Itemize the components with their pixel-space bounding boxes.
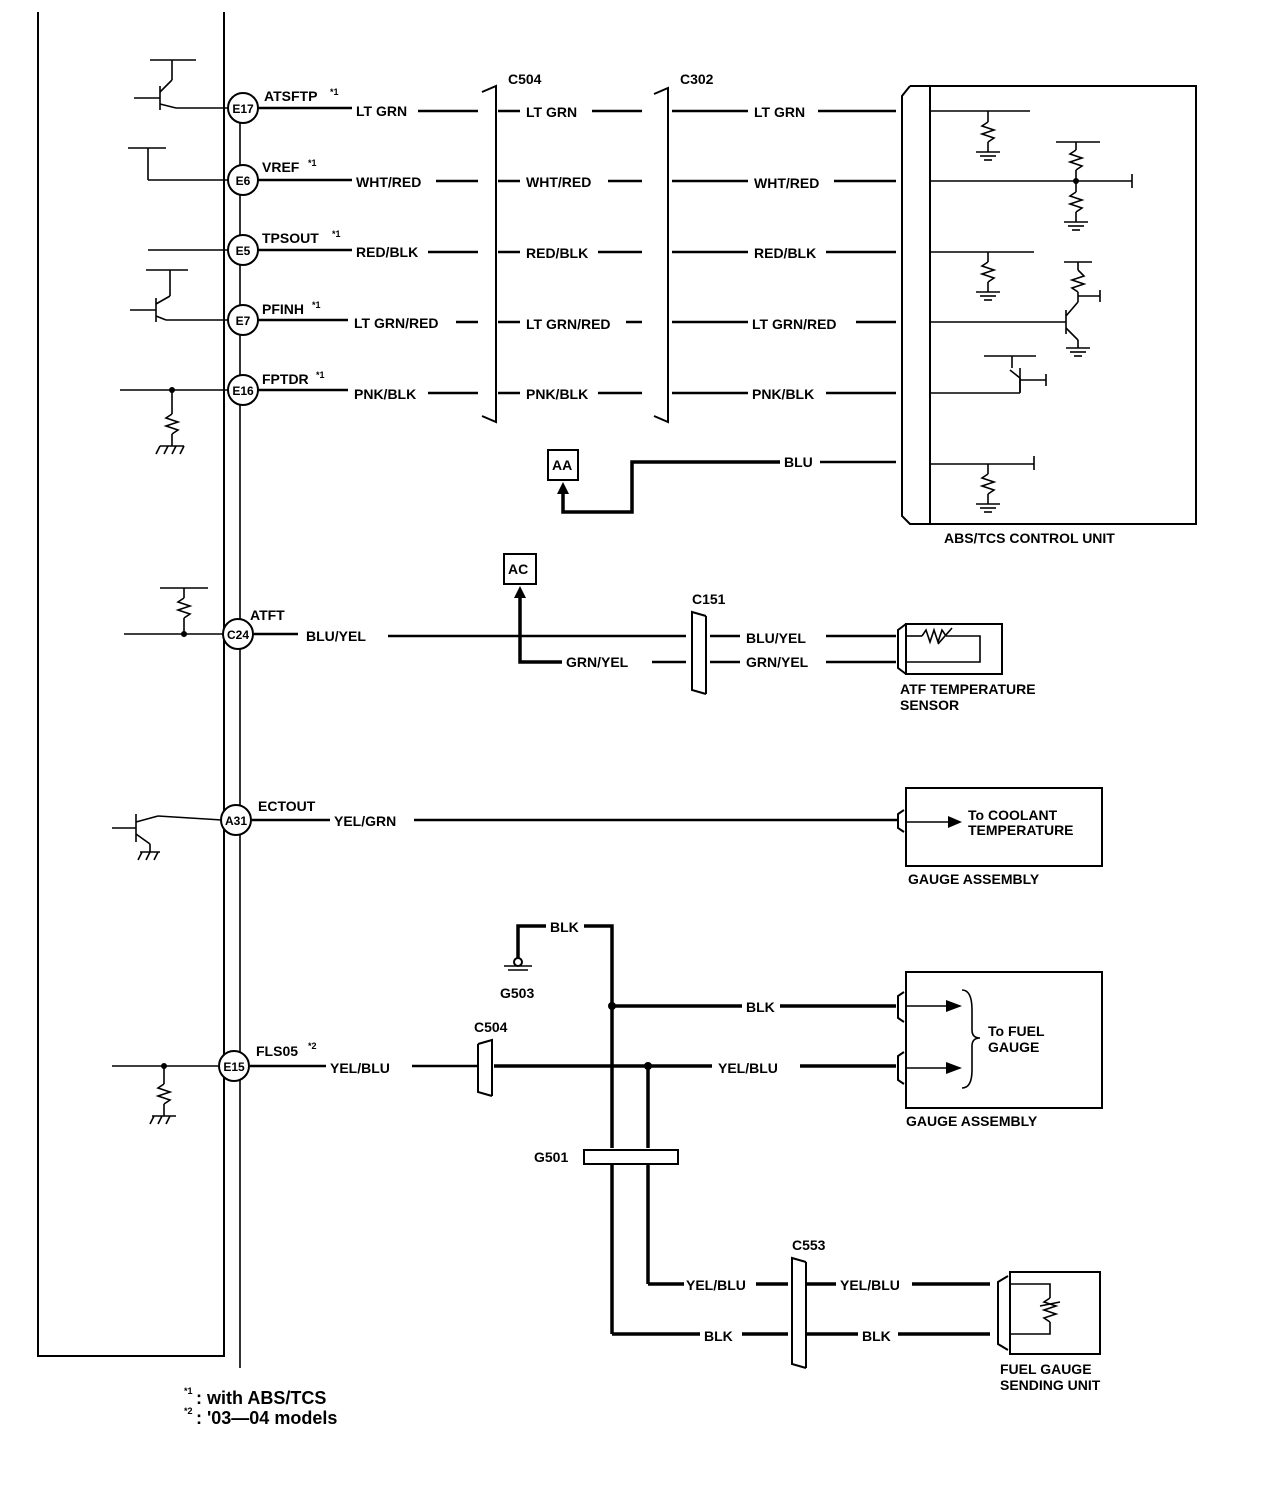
connector-c504-lower bbox=[477, 1038, 493, 1097]
signal-mark-fls05: *2 bbox=[308, 1041, 317, 1051]
signal-mark-atsftp: *1 bbox=[330, 87, 339, 97]
wire-label-pnk-blk-1: PNK/BLK bbox=[354, 386, 416, 402]
pin-id-e5: E5 bbox=[236, 244, 251, 258]
wire-label-blu-yel-2: BLU/YEL bbox=[746, 630, 806, 646]
wire-label-blu-yel-1: BLU/YEL bbox=[306, 628, 366, 644]
fuel-label-2: GAUGE bbox=[988, 1039, 1039, 1055]
wire-label-pnk-blk-3: PNK/BLK bbox=[752, 386, 814, 402]
wire-label-blk-1: BLK bbox=[550, 919, 579, 935]
signal-atsftp: ATSFTP bbox=[264, 88, 317, 104]
sending-unit-label-2: SENDING UNIT bbox=[1000, 1377, 1101, 1393]
signal-pfinh: PFINH bbox=[262, 301, 304, 317]
fuel-gauge-sending-unit bbox=[997, 1271, 1101, 1355]
pin-id-e17: E17 bbox=[232, 102, 254, 116]
pin-id-e6: E6 bbox=[236, 174, 251, 188]
ground-g503-label: G503 bbox=[500, 985, 534, 1001]
connector-label-c151: C151 bbox=[692, 591, 726, 607]
wire-label-red-blk-3: RED/BLK bbox=[754, 245, 816, 261]
gauge-assembly-label-2: GAUGE ASSEMBLY bbox=[906, 1113, 1038, 1129]
wire-label-grn-yel-1: GRN/YEL bbox=[566, 654, 629, 670]
wire-label-grn-yel-2: GRN/YEL bbox=[746, 654, 809, 670]
wire-label-yel-blu-3: YEL/BLU bbox=[686, 1277, 746, 1293]
pin-id-e16: E16 bbox=[232, 384, 254, 398]
row-e17 bbox=[134, 59, 896, 113]
connector-label-c504-upper: C504 bbox=[508, 71, 542, 87]
wire-label-lt-grn-red-2: LT GRN/RED bbox=[526, 316, 611, 332]
junction-ac-label: AC bbox=[508, 561, 528, 577]
connector-c302 bbox=[653, 86, 669, 424]
wire-label-lt-grn-red-1: LT GRN/RED bbox=[354, 315, 439, 331]
wire-label-wht-red-2: WHT/RED bbox=[526, 174, 591, 190]
wire-label-blk-3: BLK bbox=[704, 1328, 733, 1344]
signal-mark-tpsout: *1 bbox=[332, 229, 341, 239]
atf-temperature-sensor bbox=[897, 623, 1003, 675]
signal-ectout: ECTOUT bbox=[258, 798, 316, 814]
fuel-gauge-assembly bbox=[897, 971, 1103, 1109]
pin-id-c24: C24 bbox=[227, 628, 249, 642]
connector-label-c504-lower: C504 bbox=[474, 1019, 508, 1035]
wire-label-lt-grn-red-3: LT GRN/RED bbox=[752, 316, 837, 332]
row-e7 bbox=[130, 269, 896, 324]
pin-id-a31: A31 bbox=[225, 814, 247, 828]
wire-label-yel-blu-2: YEL/BLU bbox=[718, 1060, 778, 1076]
note-2-mark: *2 bbox=[184, 1406, 193, 1416]
wire-label-wht-red-1: WHT/RED bbox=[356, 174, 421, 190]
coolant-label-2: TEMPERATURE bbox=[968, 822, 1074, 838]
row-e16 bbox=[120, 387, 896, 455]
wire-label-red-blk-1: RED/BLK bbox=[356, 244, 418, 260]
signal-atft: ATFT bbox=[250, 607, 285, 623]
wire-label-wht-red-3: WHT/RED bbox=[754, 175, 819, 191]
connector-c504-upper bbox=[481, 84, 497, 424]
splice-g501-label: G501 bbox=[534, 1149, 568, 1165]
fuel-label-1: To FUEL bbox=[988, 1023, 1045, 1039]
pin-id-e7: E7 bbox=[236, 314, 251, 328]
wire-label-yel-grn: YEL/GRN bbox=[334, 813, 396, 829]
pin-id-e15: E15 bbox=[223, 1060, 245, 1074]
note-1-text: : with ABS/TCS bbox=[196, 1388, 326, 1408]
wire-label-lt-grn-3: LT GRN bbox=[754, 104, 805, 120]
wire-label-pnk-blk-2: PNK/BLK bbox=[526, 386, 588, 402]
pcm-outline bbox=[37, 12, 225, 1357]
signal-mark-pfinh: *1 bbox=[312, 300, 321, 310]
wire-label-lt-grn-1: LT GRN bbox=[356, 103, 407, 119]
wire-label-yel-blu-1: YEL/BLU bbox=[330, 1060, 390, 1076]
splice-g501 bbox=[583, 1149, 788, 1336]
connector-c553 bbox=[791, 1256, 990, 1369]
wire-label-blu: BLU bbox=[784, 454, 813, 470]
row-a31 bbox=[112, 814, 898, 861]
wire-label-lt-grn-2: LT GRN bbox=[526, 104, 577, 120]
signal-fls05: FLS05 bbox=[256, 1043, 298, 1059]
coolant-label-1: To COOLANT bbox=[968, 807, 1058, 823]
connector-label-c302: C302 bbox=[680, 71, 714, 87]
signal-mark-fptdr: *1 bbox=[316, 370, 325, 380]
row-c24 bbox=[124, 553, 896, 664]
junction-aa-wire bbox=[547, 449, 896, 514]
row-e5 bbox=[148, 248, 896, 254]
wire-label-blk-2: BLK bbox=[746, 999, 775, 1015]
atf-sensor-label-2: SENSOR bbox=[900, 697, 959, 713]
wire-label-blk-4: BLK bbox=[862, 1328, 891, 1344]
row-e15 bbox=[112, 1063, 896, 1125]
signal-vref: VREF bbox=[262, 159, 300, 175]
atf-sensor-label-1: ATF TEMPERATURE bbox=[900, 681, 1036, 697]
connector-label-c553: C553 bbox=[792, 1237, 826, 1253]
wire-label-yel-blu-4: YEL/BLU bbox=[840, 1277, 900, 1293]
coolant-gauge-assembly bbox=[897, 787, 1103, 867]
sending-unit-label-1: FUEL GAUGE bbox=[1000, 1361, 1092, 1377]
signal-tpsout: TPSOUT bbox=[262, 230, 319, 246]
note-1-mark: *1 bbox=[184, 1386, 193, 1396]
ground-g503 bbox=[504, 924, 896, 1148]
pin-circles bbox=[218, 92, 259, 1082]
abs-tcs-label: ABS/TCS CONTROL UNIT bbox=[944, 530, 1115, 546]
wire-label-red-blk-2: RED/BLK bbox=[526, 245, 588, 261]
abs-tcs-control-unit bbox=[901, 85, 1197, 525]
signal-mark-vref: *1 bbox=[308, 158, 317, 168]
connector-c151 bbox=[691, 610, 707, 695]
row-e6 bbox=[128, 147, 896, 183]
gauge-assembly-label-1: GAUGE ASSEMBLY bbox=[908, 871, 1040, 887]
signal-fptdr: FPTDR bbox=[262, 371, 309, 387]
note-2-text: : '03—04 models bbox=[196, 1408, 337, 1428]
junction-aa-label: AA bbox=[552, 457, 572, 473]
